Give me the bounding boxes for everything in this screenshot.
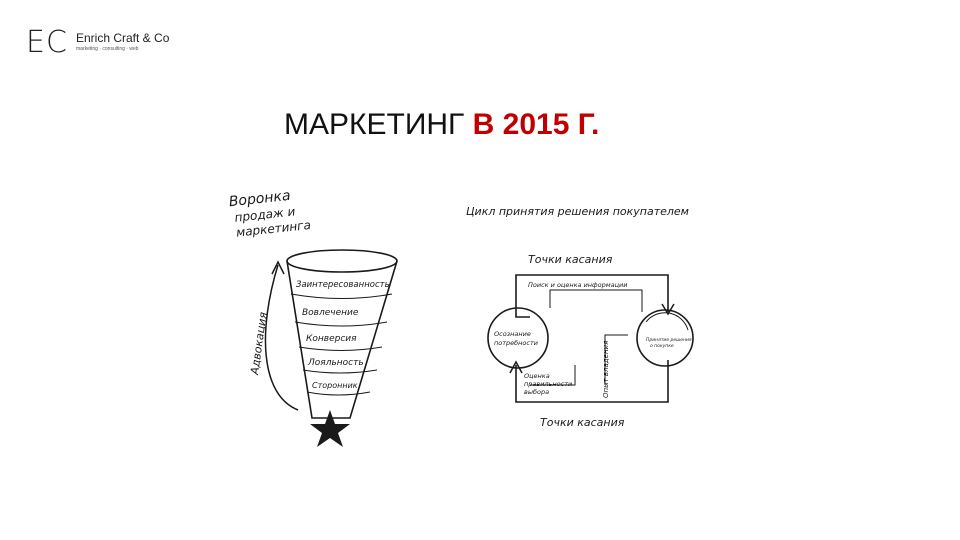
cycle-inner-arrow xyxy=(604,334,628,385)
funnel-divider-2 xyxy=(294,321,388,327)
funnel-divider-5 xyxy=(306,391,371,396)
logo-company-name: Enrich Craft & Co xyxy=(76,31,170,45)
cycle-diagram: Цикл принятия решения покупателем Точки … xyxy=(466,205,694,429)
cycle-heading: Цикл принятия решения покупателем xyxy=(466,205,689,218)
advocacy-arrow xyxy=(264,264,299,411)
logo-mark: EC xyxy=(26,25,68,60)
funnel-level-engagement: Вовлечение xyxy=(302,308,359,318)
slide-title-main: МАРКЕТИНГ xyxy=(284,108,473,141)
cycle-bottom-left-line-3: выбора xyxy=(524,388,549,396)
funnel-level-interest: Заинтересованность xyxy=(296,280,390,290)
funnel-heading: Воронка продаж и маркетинга xyxy=(228,188,311,240)
cycle-node-decision-arrow xyxy=(645,312,689,331)
funnel-divider-1 xyxy=(290,293,393,299)
funnel-level-advocate: Сторонник xyxy=(312,381,358,390)
logo-tagline: marketing · consulting · web xyxy=(76,46,139,52)
cycle-top-label: Точки касания xyxy=(528,253,613,266)
advocacy-label: Адвокация xyxy=(248,311,270,377)
cycle-arrowhead-right xyxy=(661,303,675,316)
funnel-diagram: Воронка продаж и маркетинга Адвокация За… xyxy=(228,188,398,447)
funnel-heading-line-1: Воронка xyxy=(228,188,291,210)
cycle-inner-top xyxy=(549,289,643,312)
advocacy-arrowhead xyxy=(271,260,285,275)
cycle-bottom-label: Точки касания xyxy=(540,416,625,429)
cycle-node-decision xyxy=(636,309,694,367)
cycle-node-decision-line-1: Принятие решения xyxy=(646,337,692,343)
cycle-top-arrow-label: Поиск и оценка информации xyxy=(528,281,627,289)
funnel-divider-3 xyxy=(298,346,383,351)
funnel-rim xyxy=(286,249,398,273)
star-icon xyxy=(310,410,350,447)
cycle-arrowhead-left xyxy=(509,360,523,374)
cycle-bottom-left-line-2: правильности xyxy=(524,380,572,388)
funnel-level-loyalty: Лояльность xyxy=(307,358,364,368)
cycle-node-need-line-1: Осознание xyxy=(494,330,531,338)
funnel-heading-line-2: продаж и xyxy=(234,204,296,224)
cycle-outer-loop-bottom xyxy=(515,360,669,403)
cycle-outer-loop xyxy=(515,274,669,318)
cycle-vertical-label: Опыт владения xyxy=(602,341,610,398)
cycle-bottom-left-line-1: Оценка xyxy=(524,372,550,380)
cycle-inner-left xyxy=(530,365,576,386)
company-logo: EC Enrich Craft & Co marketing · consult… xyxy=(26,26,186,60)
cycle-node-decision-line-2: о покупке xyxy=(650,344,674,349)
funnel-level-conversion: Конверсия xyxy=(306,334,357,344)
funnel-divider-4 xyxy=(302,369,378,374)
cycle-node-need-line-2: потребности xyxy=(494,339,538,347)
slide-title: МАРКЕТИНГ В 2015 Г. xyxy=(284,108,599,142)
cycle-node-need xyxy=(487,307,549,369)
slide-title-accent: В 2015 Г. xyxy=(472,108,600,141)
